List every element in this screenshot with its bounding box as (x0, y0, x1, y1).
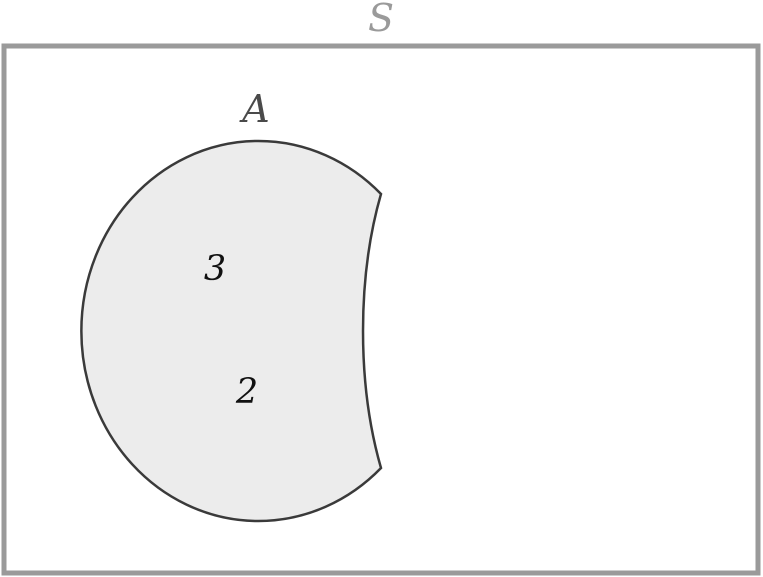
universal-set-rectangle (1, 43, 761, 576)
universal-set-label: S (368, 0, 394, 40)
set-a-region (80, 139, 383, 523)
set-a-label: A (239, 87, 269, 131)
set-a-element: 3 (204, 249, 226, 289)
set-a-element: 2 (235, 372, 258, 412)
